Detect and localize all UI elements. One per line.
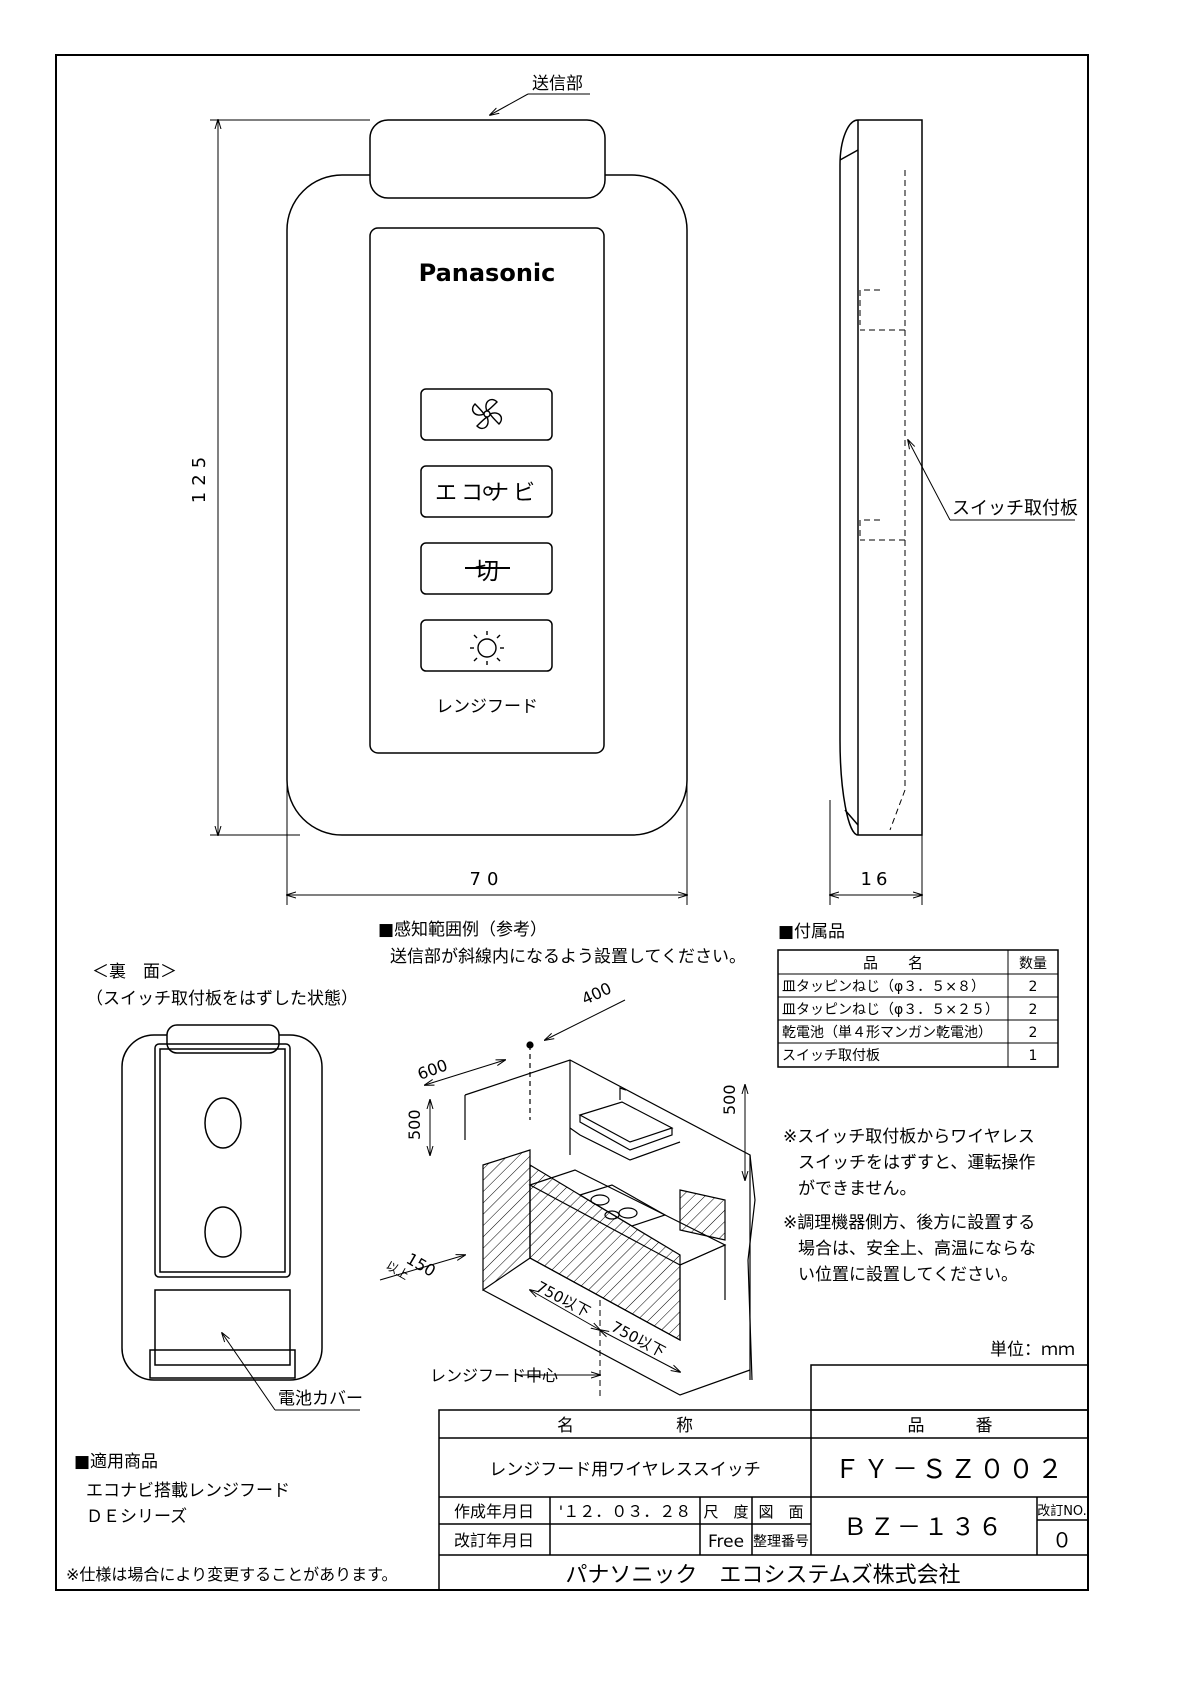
sensing-note: 送信部が斜線内になるよう設置してください。 (390, 947, 746, 967)
revised-label: 改訂年月日 (454, 1531, 534, 1550)
acc-row-1-name: 皿タッピンねじ（φ３．５×８） (782, 979, 985, 995)
acc-row-4-name: スイッチ取付板 (782, 1048, 880, 1064)
front-view (286, 119, 688, 836)
scale-label: 尺 度 (703, 1503, 748, 1521)
back-view (121, 1024, 323, 1381)
fan-icon (471, 398, 503, 430)
rev-value: ０ (1052, 1528, 1072, 1552)
product-name: レンジフード用ワイヤレススイッチ (489, 1460, 761, 1480)
acc-header-qty: 数量 (1019, 956, 1047, 972)
light-icon (470, 631, 504, 665)
acc-row-3-qty: 2 (1029, 1025, 1038, 1041)
dim-400: 400 (579, 978, 615, 1008)
sensing-dimension-lines (379, 999, 745, 1400)
acc-header-name: 品 名 (863, 954, 923, 972)
back-recess (154, 1043, 291, 1278)
ref-label: 整理番号 (753, 1534, 809, 1550)
side-hidden-lines (859, 170, 906, 831)
remote-caption: レンジフード (436, 697, 538, 717)
height-dim-label: 125 (189, 451, 210, 503)
number-header: 品 番 (908, 1416, 993, 1436)
acc-row-1-qty: 2 (1029, 979, 1038, 995)
button-off (420, 542, 553, 595)
note-line-6: い位置に設置してください。 (798, 1265, 1018, 1285)
acc-row-4-qty: 1 (1029, 1048, 1038, 1064)
rev-label: 改訂NO. (1037, 1503, 1087, 1519)
sensing-title: ■感知範囲例（参考） (378, 920, 547, 940)
applicable-line-2: ＤＥシリーズ (86, 1507, 187, 1527)
created-date: '１２．０３．２８ (559, 1502, 691, 1521)
product-number: ＦＹ－ＳＺ００２ (834, 1455, 1066, 1485)
back-view-subtitle: （スイッチ取付板をはずした状態） (86, 989, 358, 1009)
button-fan (420, 388, 553, 441)
switch-plate-leader (908, 440, 1075, 521)
note-line-2: スイッチをはずすと、運転操作 (798, 1153, 1035, 1173)
dim-500-left: 500 (405, 1109, 424, 1140)
button-econavi (420, 465, 553, 518)
remote-panel (369, 227, 605, 754)
kitchen-isometric (464, 1041, 756, 1396)
back-view-title: ＜裏 面＞ (92, 961, 177, 982)
drawing-label: 図 面 (758, 1503, 803, 1521)
mount-hole-upper (204, 1097, 242, 1149)
side-view (839, 119, 923, 836)
spec-note: ※仕様は場合により変更することがあります。 (66, 1565, 398, 1584)
note-line-1: ※スイッチ取付板からワイヤレス (783, 1127, 1035, 1147)
note-line-5: 場合は、安全上、高温にならな (798, 1239, 1036, 1259)
button-light (420, 619, 553, 672)
drawing-frame (55, 54, 1089, 1591)
acc-row-3-name: 乾電池（単４形マンガン乾電池） (782, 1025, 992, 1041)
width-dim-label: 70 (470, 869, 505, 890)
height-dimension (210, 120, 370, 835)
dim-150: 150 (403, 1249, 439, 1281)
width-dimension (287, 780, 687, 905)
name-header: 名 称 (557, 1416, 693, 1436)
transmitter-label: 送信部 (532, 74, 583, 94)
acc-row-2-name: 皿タッピンねじ（φ３．５×２５） (782, 1002, 999, 1018)
acc-row-2-qty: 2 (1029, 1002, 1038, 1018)
created-label: 作成年月日 (454, 1502, 534, 1521)
mount-hole-lower (204, 1206, 242, 1258)
hood-center-label: レンジフード中心 (430, 1366, 558, 1385)
battery-cover-leader (222, 1333, 360, 1411)
battery-cover (154, 1289, 291, 1366)
depth-dim-label: 16 (861, 869, 892, 890)
note-line-4: ※調理機器側方、後方に設置する (783, 1213, 1035, 1233)
econavi-label: エコナビ (435, 481, 539, 506)
switch-plate-label: スイッチ取付板 (952, 498, 1078, 519)
battery-cover-label: 電池カバー (278, 1389, 363, 1409)
back-cap (166, 1024, 280, 1054)
econavi-dot-icon (483, 486, 493, 496)
note-line-3: ができません。 (798, 1179, 917, 1199)
accessories-table (777, 949, 1059, 1068)
transmitter-cap (369, 119, 606, 199)
title-block (438, 1364, 1089, 1591)
applicable-title: ■適用商品 (74, 1452, 158, 1472)
dim-500-right: 500 (720, 1084, 739, 1115)
transmitter-leader (490, 93, 590, 115)
unit-label: 単位：ｍｍ (990, 1340, 1075, 1360)
scale-value: Free (708, 1532, 744, 1552)
company-name: パナソニック エコシステムズ株式会社 (565, 1563, 960, 1588)
depth-dimension (830, 800, 922, 905)
brand-logo: Panasonic (419, 259, 556, 287)
accessories-title: ■付属品 (778, 922, 845, 942)
applicable-line-1: エコナビ搭載レンジフード (86, 1481, 290, 1501)
drawing-number: ＢＺ－１３６ (843, 1513, 1005, 1541)
dim-600: 600 (415, 1055, 450, 1083)
off-label: 切 (475, 557, 499, 585)
